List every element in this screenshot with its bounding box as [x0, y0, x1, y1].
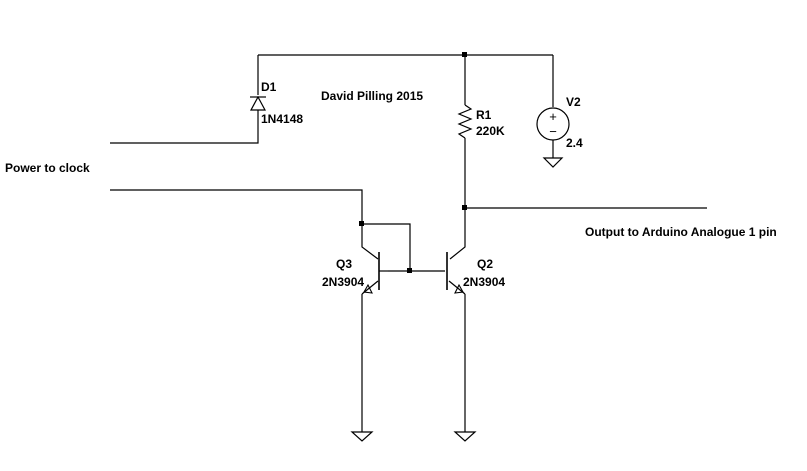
ground-q3-symbol [350, 431, 374, 442]
voltage-source-v2-symbol: + − [536, 107, 570, 141]
transistor-q3-symbol [361, 224, 388, 295]
junction-output [462, 205, 467, 210]
credit-text: David Pilling 2015 [321, 89, 423, 103]
r1-ref-label: R1 [476, 108, 492, 122]
q3-value-label: 2N3904 [322, 275, 364, 289]
diode-d1-symbol [249, 95, 267, 111]
r1-value-label: 220K [476, 124, 505, 138]
wire-d1-cathode [110, 110, 259, 144]
q2-value-label: 2N3904 [463, 275, 505, 289]
junction-base [407, 268, 412, 273]
q2-ref-label: Q2 [477, 257, 493, 271]
junction-q3-collector [359, 221, 364, 226]
junction-top-rail [462, 52, 467, 57]
ground-q2-symbol [453, 431, 477, 442]
wire-q3-diode-connect [362, 223, 411, 271]
input-net-label: Power to clock [5, 161, 90, 175]
v2-value-label: 2.4 [566, 136, 583, 150]
resistor-r1-symbol [457, 104, 473, 139]
transistor-q2-symbol [446, 208, 466, 295]
v2-minus-sign: − [549, 124, 557, 139]
d1-ref-label: D1 [261, 80, 277, 94]
output-net-label: Output to Arduino Analogue 1 pin [585, 225, 777, 239]
wire-input [110, 189, 363, 224]
d1-value-label: 1N4148 [261, 112, 303, 126]
v2-plus-sign: + [549, 109, 557, 124]
v2-ref-label: V2 [566, 95, 581, 109]
ground-v2-symbol [542, 157, 564, 168]
q3-ref-label: Q3 [336, 257, 352, 271]
